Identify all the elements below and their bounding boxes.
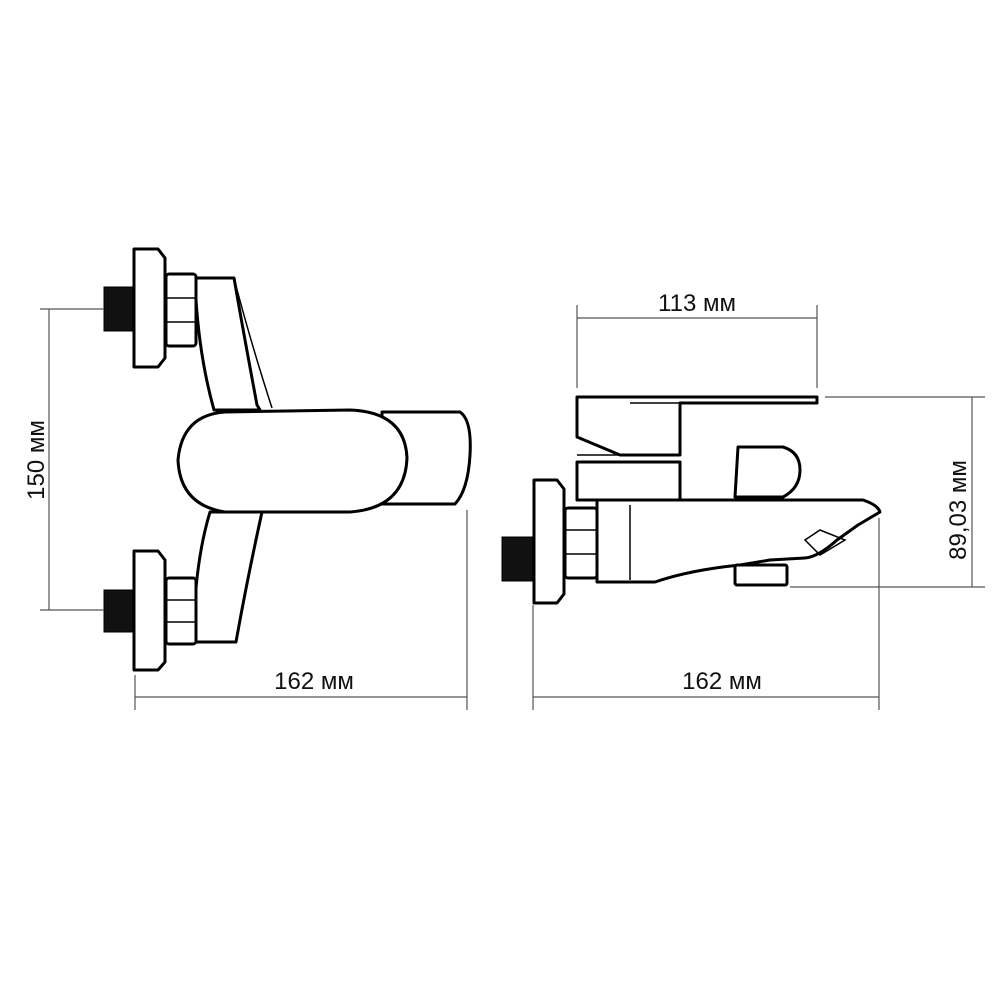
- dimension-162-side: 162 мм: [532, 518, 880, 710]
- side-nut: [563, 506, 599, 580]
- lower-flange: [132, 549, 167, 672]
- dimension-150: 150 мм: [23, 308, 104, 611]
- upper-nut: [164, 272, 198, 348]
- dimension-label-162-front: 162 мм: [274, 668, 354, 695]
- faucet-body: [194, 276, 262, 412]
- dimension-label-162-side: 162 мм: [682, 668, 762, 695]
- dimension-label-113: 113 мм: [658, 290, 736, 317]
- side-aerator: [733, 563, 789, 587]
- upper-thread: [103, 286, 134, 332]
- front-spout: [380, 410, 472, 506]
- dimension-89-03: 89,03 мм: [790, 396, 985, 588]
- side-view: 113 мм 89,03 мм 162 мм: [501, 290, 985, 710]
- dimension-label-150: 150 мм: [23, 420, 50, 500]
- front-view: 150 мм 162 мм: [23, 247, 472, 710]
- side-thread: [501, 536, 534, 582]
- side-flange: [532, 478, 566, 605]
- upper-flange: [132, 247, 167, 369]
- side-diverter-knob: [733, 445, 802, 499]
- side-spout: [595, 498, 882, 584]
- lower-nut: [164, 576, 198, 646]
- side-cartridge: [575, 460, 682, 502]
- front-mixer-handle: [176, 408, 409, 514]
- dimension-113: 113 мм: [576, 290, 818, 388]
- faucet-body-lower: [194, 510, 264, 644]
- lower-thread: [103, 589, 134, 633]
- dimension-162-front: 162 мм: [134, 510, 468, 710]
- side-lever: [575, 395, 819, 457]
- dimension-label-89-03: 89,03 мм: [945, 460, 972, 560]
